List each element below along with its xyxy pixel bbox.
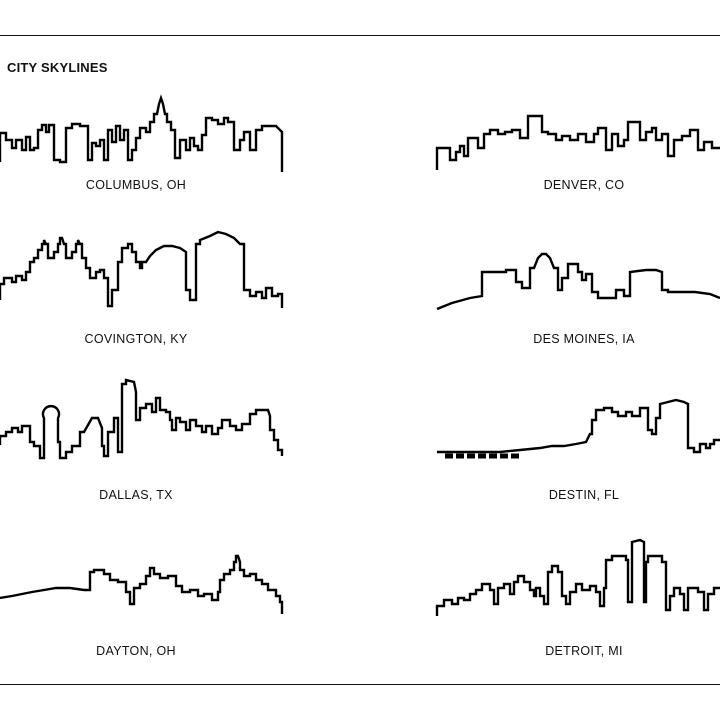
- bottom-divider: [0, 684, 720, 685]
- page-title: CITY SKYLINES: [7, 60, 108, 75]
- des-moines-skyline-illustration: [436, 252, 720, 311]
- city-label-dayton: DAYTON, OH: [96, 644, 176, 658]
- covington-skyline-illustration: [0, 230, 284, 308]
- dallas-skyline-illustration: [0, 378, 284, 460]
- detroit-skyline-illustration: [435, 538, 720, 616]
- city-label-denver: DENVER, CO: [543, 178, 625, 192]
- city-label-detroit: DETROIT, MI: [545, 644, 623, 658]
- city-label-columbus: COLUMBUS, OH: [85, 178, 187, 192]
- city-label-dallas: DALLAS, TX: [99, 488, 173, 502]
- denver-skyline-illustration: [435, 114, 720, 170]
- columbus-skyline-illustration: [0, 94, 284, 172]
- city-label-des-moines: DES MOINES, IA: [533, 332, 635, 346]
- dayton-skyline-illustration: [0, 554, 284, 614]
- top-divider: [0, 35, 720, 36]
- city-label-covington: COVINGTON, KY: [84, 332, 188, 346]
- city-label-destin: DESTIN, FL: [548, 488, 620, 502]
- destin-skyline-illustration: [437, 398, 720, 459]
